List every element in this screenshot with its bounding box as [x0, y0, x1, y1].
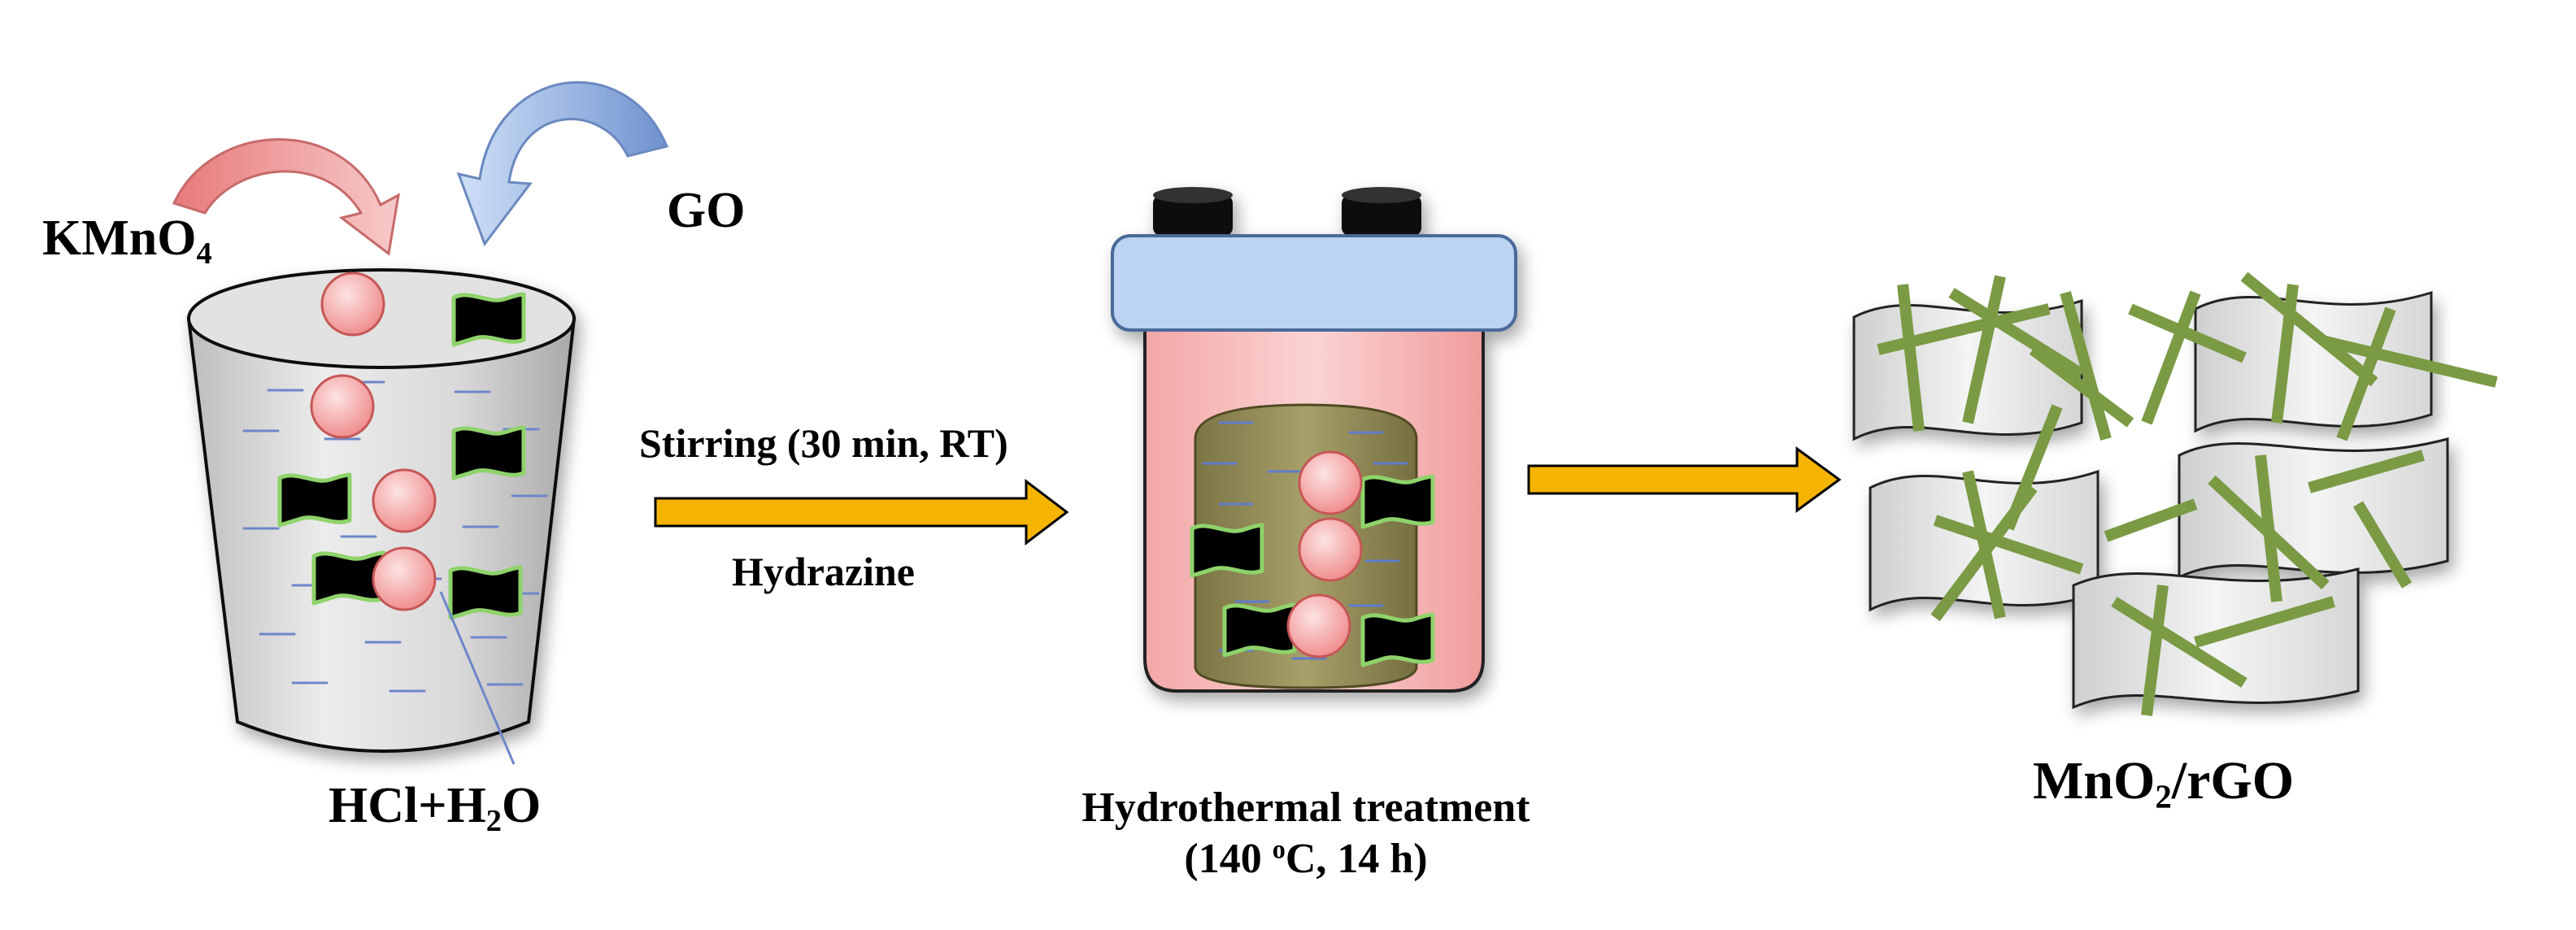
process-arrow-2: [1527, 446, 1842, 513]
solvent-pointer-line: [439, 591, 516, 765]
go-arrow: [456, 80, 669, 247]
mno2-nanorods: [1877, 272, 2498, 716]
label-kmno4: KMnO4: [42, 211, 212, 271]
kmno4-arrow: [172, 138, 400, 256]
beaker: [186, 268, 577, 753]
process-arrow-1: [654, 478, 1069, 546]
step2-label-line1: Hydrothermal treatment: [1081, 784, 1530, 831]
arrow1-bottom-label: Hydrazine: [732, 549, 915, 594]
label-go: GO: [667, 183, 746, 238]
step2-label: Hydrothermal treatment (140 oC, 14 h): [1013, 782, 1599, 885]
kmno4-particles: [310, 272, 437, 611]
step2-label-line2: (140 oC, 14 h): [1184, 834, 1428, 883]
particles-autoclave: [1286, 450, 1363, 658]
label-solvent: HCl+H2O: [329, 778, 542, 838]
product-label: MnO2/rGO: [2033, 751, 2295, 815]
liner-liquid-lines: [1202, 421, 1416, 660]
arrow1-top-label: Stirring (30 min, RT): [639, 420, 1008, 466]
